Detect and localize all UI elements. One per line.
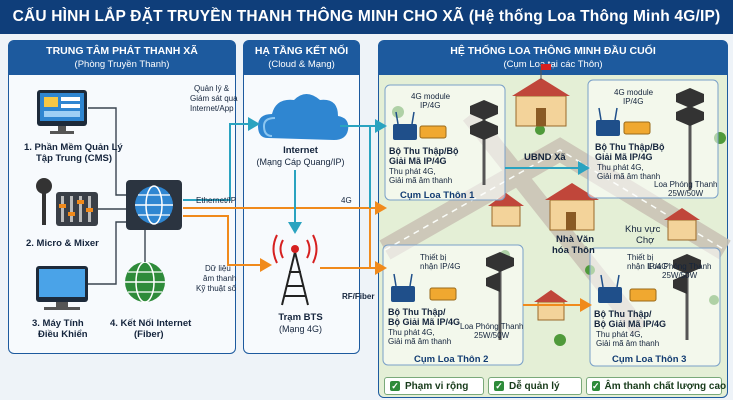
mixer-label: 2. Micro & Mixer (26, 238, 99, 249)
data-label-2: âm thanh (203, 274, 237, 283)
bts-label: Trạm BTS (278, 312, 323, 323)
c4-speaker-label: Loa Phóng Thanh (654, 180, 718, 189)
c1-module-label: 4G module (411, 92, 451, 101)
broadcast-center-title: TRUNG TÂM PHÁT THANH XÃ (46, 45, 198, 57)
speaker-system-subtitle: (Cụm Loa tại các Thôn) (503, 59, 603, 70)
page-title: CẤU HÌNH LẮP ĐẶT TRUYỀN THANH THÔNG MINH… (0, 0, 733, 34)
rf-label: RF/Fiber (342, 292, 375, 301)
data-label-3: Kỹ thuật số (196, 284, 237, 293)
c2-device-label-2: nhận IP/4G (420, 262, 461, 271)
c2-name: Cụm Loa Thôn 2 (414, 354, 489, 365)
feature-easy-manage: ✓ Dễ quản lý (488, 377, 582, 395)
c3-decoder-label: Bộ Thu Thập/ (594, 309, 652, 319)
c3-tx-label-2: Giải mã âm thanh (596, 339, 660, 348)
c3-speaker-label-2: 25W/50W (662, 271, 698, 280)
c1-module-label-2: IP/4G (420, 101, 441, 110)
ubnd-label: UBND Xã (524, 152, 566, 163)
manage-label-1: Quản lý & (194, 84, 230, 93)
manage-label-2: Giám sát qua (190, 94, 238, 103)
router-icon (391, 107, 622, 303)
c4-module-label: 4G module (614, 88, 654, 97)
c1-tx-label-2: Giải mã âm thanh (389, 176, 453, 185)
cms-label-2: Tập Trung (CMS) (36, 153, 112, 164)
check-icon: ✓ (592, 381, 600, 391)
bts-sub-label: (Mạng 4G) (278, 324, 322, 334)
c4-tx-label-2: Giải mã âm thanh (597, 172, 661, 181)
c4-decoder-label: Bộ Thu Thập/Bộ (595, 142, 665, 152)
infrastructure-panel: HẠ TẦNG KẾT NỐI (Cloud & Mạng) (243, 40, 360, 354)
manage-label-3: Internet/App (190, 104, 234, 113)
market-label-2: Chợ (636, 235, 655, 246)
c2-decoder-label-2: Bộ Giải Mã IP/4G (388, 317, 461, 327)
cloud-icon (258, 94, 349, 140)
speaker-system-header: HỆ THỐNG LOA THÔNG MINH ĐẦU CUỐI (Cụm Lo… (379, 41, 727, 75)
computer-label: 3. Máy Tính (32, 318, 84, 329)
computer-icon (36, 266, 88, 310)
ethernet-label: Ethernet/IP (196, 196, 237, 205)
fiber-label-2: (Fiber) (134, 329, 164, 340)
c2-speaker-label-2: 25W/50W (474, 331, 510, 340)
c1-name: Cụm Loa Thôn 1 (400, 190, 475, 201)
broadcast-center-header: TRUNG TÂM PHÁT THANH XÃ (Phòng Truyền Th… (9, 41, 235, 75)
check-icon: ✓ (494, 381, 504, 391)
check-icon: ✓ (390, 381, 400, 391)
c3-decoder-label-2: Bộ Giải Mã IP/4G (594, 319, 667, 329)
speaker-pole-icon (470, 88, 704, 340)
c1-decoder-label: Bộ Thu Thập/Bộ (389, 146, 459, 156)
c4-tx-label: Thu phát 4G, (597, 163, 644, 172)
c3-tx-label: Thu phát 4G, (596, 330, 643, 339)
feature-easy-manage-label: Dễ quản lý (509, 380, 560, 392)
c4-module-label-2: IP/4G (623, 97, 644, 106)
infrastructure-subtitle: (Cloud & Mạng) (268, 59, 335, 70)
c2-speaker-label: Loa Phóng Thanh (460, 322, 524, 331)
cms-monitor-icon (37, 90, 87, 134)
feature-wide-range-label: Phạm vi rộng (405, 380, 469, 392)
c2-device-label: Thiết bị (420, 253, 447, 262)
internet-label: Internet (283, 145, 318, 156)
network-links (183, 117, 592, 312)
c3-speaker-label: Loa Phóng Thanh (648, 262, 712, 271)
c1-decoder-label-2: Giải Mã IP/4G (389, 156, 447, 166)
decoder-module-icon (419, 121, 657, 302)
ubnd-building-icon (512, 64, 570, 127)
feature-audio-quality-label: Âm thanh chất lượng cao (604, 380, 727, 392)
bts-tower-icon (272, 234, 318, 306)
central-server-icon (126, 180, 182, 230)
fiber-label: 4. Kết Nối Internet (110, 318, 192, 329)
feature-audio-quality: ✓ Âm thanh chất lượng cao (586, 377, 726, 395)
left-connectors (88, 107, 146, 285)
c3-name: Cụm Loa Thôn 3 (612, 354, 687, 365)
culture-house-icon (545, 183, 599, 231)
house-icon (488, 193, 700, 321)
infrastructure-title: HẠ TẦNG KẾT NỐI (254, 45, 349, 57)
c2-tx-label-2: Giải mã âm thanh (388, 337, 452, 346)
c3-device-label: Thiết bị (627, 253, 654, 262)
c4-speaker-label-2: 25W/50W (668, 189, 704, 198)
culture-house-label: Nhà Văn (556, 234, 595, 245)
c4-decoder-label-2: Giải Mã IP/4G (595, 152, 653, 162)
fourg-label: 4G (341, 196, 352, 205)
culture-house-label-2: hóa Thôn (552, 245, 595, 256)
market-label: Khu vực (625, 224, 661, 235)
feature-wide-range: ✓ Phạm vi rộng (384, 377, 484, 395)
speaker-system-title: HỆ THỐNG LOA THÔNG MINH ĐẦU CUỐI (450, 45, 656, 57)
infrastructure-header: HẠ TẦNG KẾT NỐI (Cloud & Mạng) (244, 41, 359, 75)
c3-device-label-2: nhận IP/4G (627, 262, 668, 271)
c2-tx-label: Thu phát 4G, (388, 328, 435, 337)
c1-tx-label: Thu phát 4G, (389, 167, 436, 176)
broadcast-center-subtitle: (Phòng Truyền Thanh) (74, 59, 170, 70)
c2-decoder-label: Bộ Thu Thập/ (388, 307, 446, 317)
microphone-mixer-icon (36, 178, 98, 226)
internet-globe-icon (125, 261, 165, 303)
data-label-1: Dữ liệu (205, 264, 231, 273)
cms-label: 1. Phần Mềm Quản Lý (24, 142, 123, 153)
computer-label-2: Điều Khiển (38, 329, 88, 340)
internet-sub-label: (Mạng Cáp Quang/IP) (256, 157, 345, 167)
